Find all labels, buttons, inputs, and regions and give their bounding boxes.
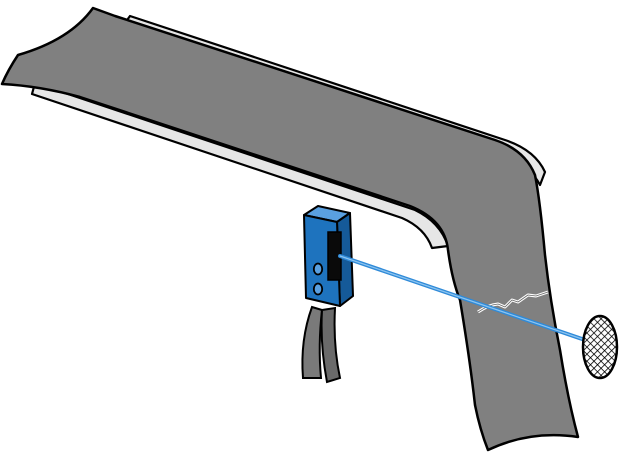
light-beam-highlight xyxy=(339,255,586,341)
sensor-cable-second xyxy=(320,306,342,384)
mount-hole-upper xyxy=(312,262,324,276)
reflector xyxy=(581,314,619,380)
belt-crack-outline xyxy=(477,291,549,313)
mount-hole-lower xyxy=(312,282,324,296)
conveyor-belt xyxy=(0,6,580,452)
sensor-cable xyxy=(301,305,324,379)
